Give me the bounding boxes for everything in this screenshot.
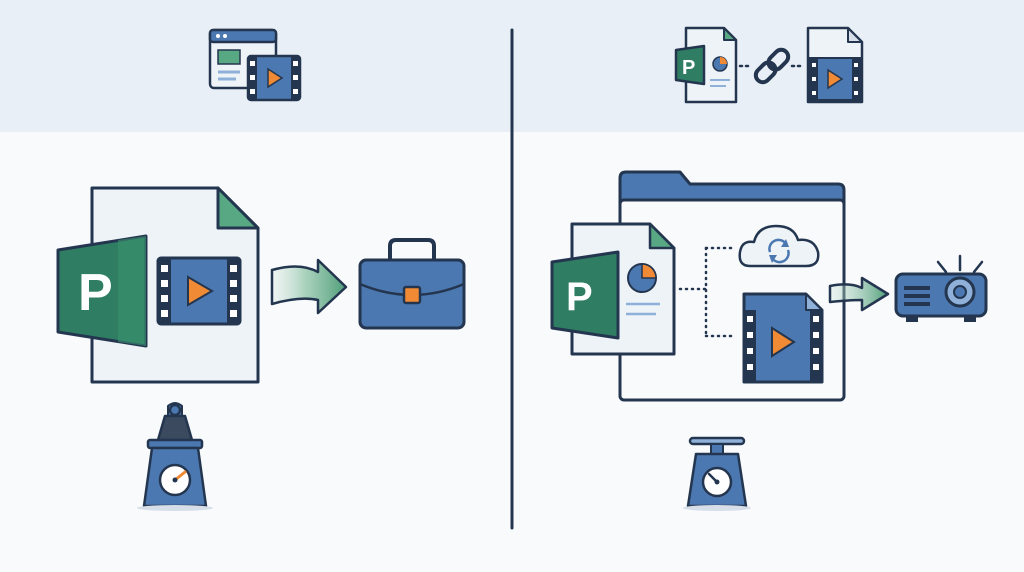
light-weight-scale-icon bbox=[683, 436, 751, 511]
heavy-weight-scale-icon bbox=[137, 402, 213, 511]
projector-icon bbox=[894, 254, 988, 322]
green-arrow-icon bbox=[828, 276, 890, 312]
green-arrow-icon bbox=[270, 258, 348, 315]
powerpoint-file-icon: P bbox=[550, 222, 676, 356]
powerpoint-file-icon: P bbox=[674, 26, 738, 104]
video-file-icon bbox=[806, 26, 864, 104]
powerpoint-file-with-embedded-video-icon: P bbox=[56, 186, 260, 384]
chain-link-icon bbox=[753, 47, 791, 85]
powerpoint-letter-glyph: P bbox=[78, 264, 113, 322]
cloud-sync-icon bbox=[738, 224, 820, 268]
video-file-icon bbox=[742, 292, 824, 384]
embedded-video-window-icon bbox=[208, 28, 302, 102]
dotted-connector bbox=[678, 246, 736, 338]
briefcase-icon bbox=[358, 238, 466, 330]
svg-text:P: P bbox=[566, 275, 593, 319]
svg-text:P: P bbox=[682, 57, 695, 79]
